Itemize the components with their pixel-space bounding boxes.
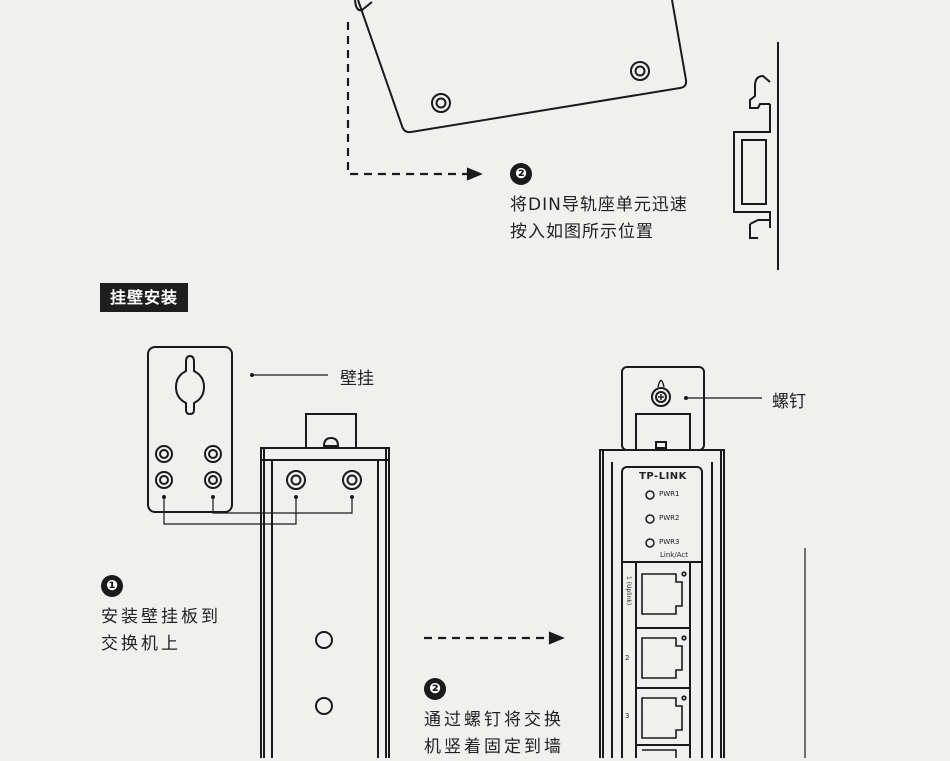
wall-step2-line1: 通过螺钉将交换 xyxy=(424,710,564,730)
port-label-1: 1 (Uplink) xyxy=(625,576,632,606)
led-label-pwr2: PWR2 xyxy=(659,514,680,522)
wall-dashed-arrow xyxy=(424,631,565,645)
plate-label-leader xyxy=(250,373,328,377)
din-step-line2: 按入如图所示位置 xyxy=(510,222,654,242)
din-rail-clip-profile xyxy=(733,42,779,270)
wall-mount-plate xyxy=(147,346,233,513)
switch-back-view xyxy=(260,413,390,758)
screw-label: 螺钉 xyxy=(772,392,806,412)
led-indicators xyxy=(645,490,655,548)
din-step-line1: 将DIN导轨座单元迅速 xyxy=(510,195,688,215)
wall-step2-line2: 机竖着固定到墙 xyxy=(424,737,564,757)
wall-step1-line1: 安装壁挂板到 xyxy=(101,607,221,627)
din-step-badge: ❷ xyxy=(510,163,532,185)
screw-label-leader xyxy=(684,396,762,400)
wall-step1-badge: ❶ xyxy=(101,575,123,597)
switch-front-view xyxy=(599,366,725,758)
led-label-pwr3: PWR3 xyxy=(659,538,680,546)
led-label-pwr1: PWR1 xyxy=(659,490,680,498)
hole-alignment-lines xyxy=(162,495,354,525)
port-header-label: Link/Act xyxy=(660,551,688,559)
rj45-ports xyxy=(641,571,687,758)
wall-step1-line2: 交换机上 xyxy=(101,634,181,654)
port-label-2: 2 xyxy=(625,654,630,662)
wall-step2-badge: ❷ xyxy=(424,678,446,700)
din-rail-unit-tilted xyxy=(354,0,688,134)
port-label-3: 3 xyxy=(625,712,630,720)
section-title: 挂壁安装 xyxy=(100,283,189,312)
device-brand: TP-LINK xyxy=(639,471,687,482)
din-dashed-arrow xyxy=(346,22,483,181)
plate-label: 壁挂 xyxy=(340,369,374,389)
